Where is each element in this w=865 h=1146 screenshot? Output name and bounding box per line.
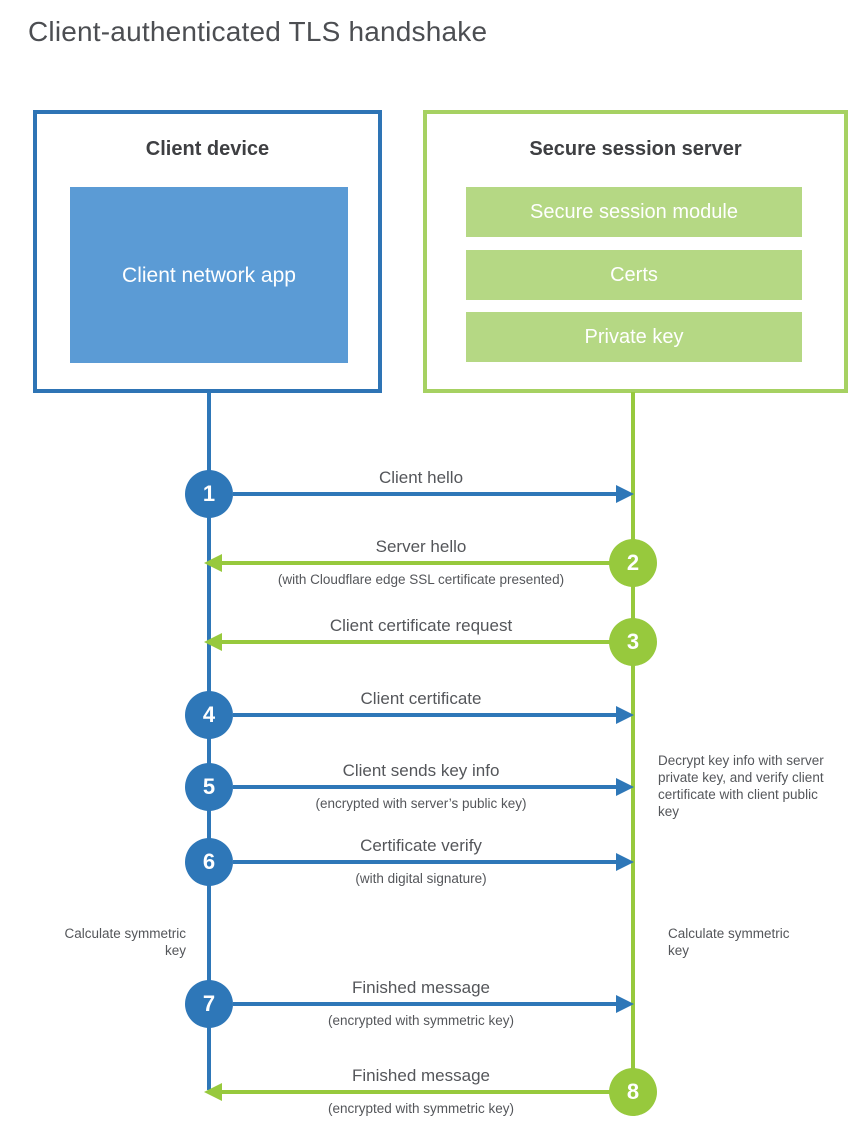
page-title: Client-authenticated TLS handshake: [28, 16, 488, 47]
server-lifeline: [631, 392, 635, 1092]
message-note-6: (with digital signature): [355, 871, 487, 886]
message-note-7: (encrypted with symmetric key): [327, 1013, 515, 1028]
step-circle-2: 2: [609, 539, 657, 587]
step-circle-5: 5: [185, 763, 233, 811]
arrowhead-left-icon: [204, 1083, 222, 1101]
server-module-certs: Certs: [466, 250, 802, 300]
message-label-6: Certificate verify: [360, 836, 482, 855]
arrowhead-left-icon: [204, 633, 222, 651]
secure-session-server-box: Secure session server Secure session mod…: [423, 110, 848, 393]
arrowhead-left-icon: [204, 554, 222, 572]
message-note-5: (encrypted with server’s public key): [315, 796, 527, 811]
message-label-7: Finished message: [352, 978, 490, 997]
message-label-2: Server hello: [375, 537, 467, 556]
annotation-calculate-client: Calculate symmetric key: [64, 926, 186, 958]
step-circle-7: 7: [185, 980, 233, 1028]
arrowhead-right-icon: [616, 778, 634, 796]
message-arrow-1: [233, 492, 618, 496]
annotation-decrypt-note: Decrypt key info with server private key…: [658, 753, 824, 819]
message-label-4: Client certificate: [360, 689, 482, 708]
message-arrow-4: [233, 713, 618, 717]
message-label-1: Client hello: [378, 468, 464, 487]
annotation-calculate-server: Calculate symmetric key: [668, 926, 790, 958]
message-arrow-2: [222, 561, 610, 565]
step-circle-6: 6: [185, 838, 233, 886]
client-lifeline: [207, 392, 211, 1090]
client-network-app-box: Client network app: [70, 187, 348, 363]
message-arrow-7: [233, 1002, 618, 1006]
step-circle-3: 3: [609, 618, 657, 666]
message-label-3: Client certificate request: [329, 616, 513, 635]
message-arrow-3: [222, 640, 610, 644]
message-note-2: (with Cloudflare edge SSL certificate pr…: [277, 572, 565, 587]
arrowhead-right-icon: [616, 706, 634, 724]
arrowhead-right-icon: [616, 853, 634, 871]
server-module-secure-session: Secure session module: [466, 187, 802, 237]
arrowhead-right-icon: [616, 485, 634, 503]
client-device-box: Client device Client network app: [33, 110, 382, 393]
message-label-8: Finished message: [352, 1066, 490, 1085]
message-note-8: (encrypted with symmetric key): [327, 1101, 515, 1116]
step-circle-8: 8: [609, 1068, 657, 1116]
step-circle-4: 4: [185, 691, 233, 739]
arrowhead-right-icon: [616, 995, 634, 1013]
message-label-5: Client sends key info: [342, 761, 500, 780]
client-device-title: Client device: [145, 138, 270, 160]
server-module-private-key: Private key: [466, 312, 802, 362]
step-circle-1: 1: [185, 470, 233, 518]
message-arrow-5: [233, 785, 618, 789]
message-arrow-8: [222, 1090, 610, 1094]
client-network-app-label: Client network app: [122, 263, 296, 287]
secure-session-server-title: Secure session server: [529, 138, 742, 160]
message-arrow-6: [233, 860, 618, 864]
